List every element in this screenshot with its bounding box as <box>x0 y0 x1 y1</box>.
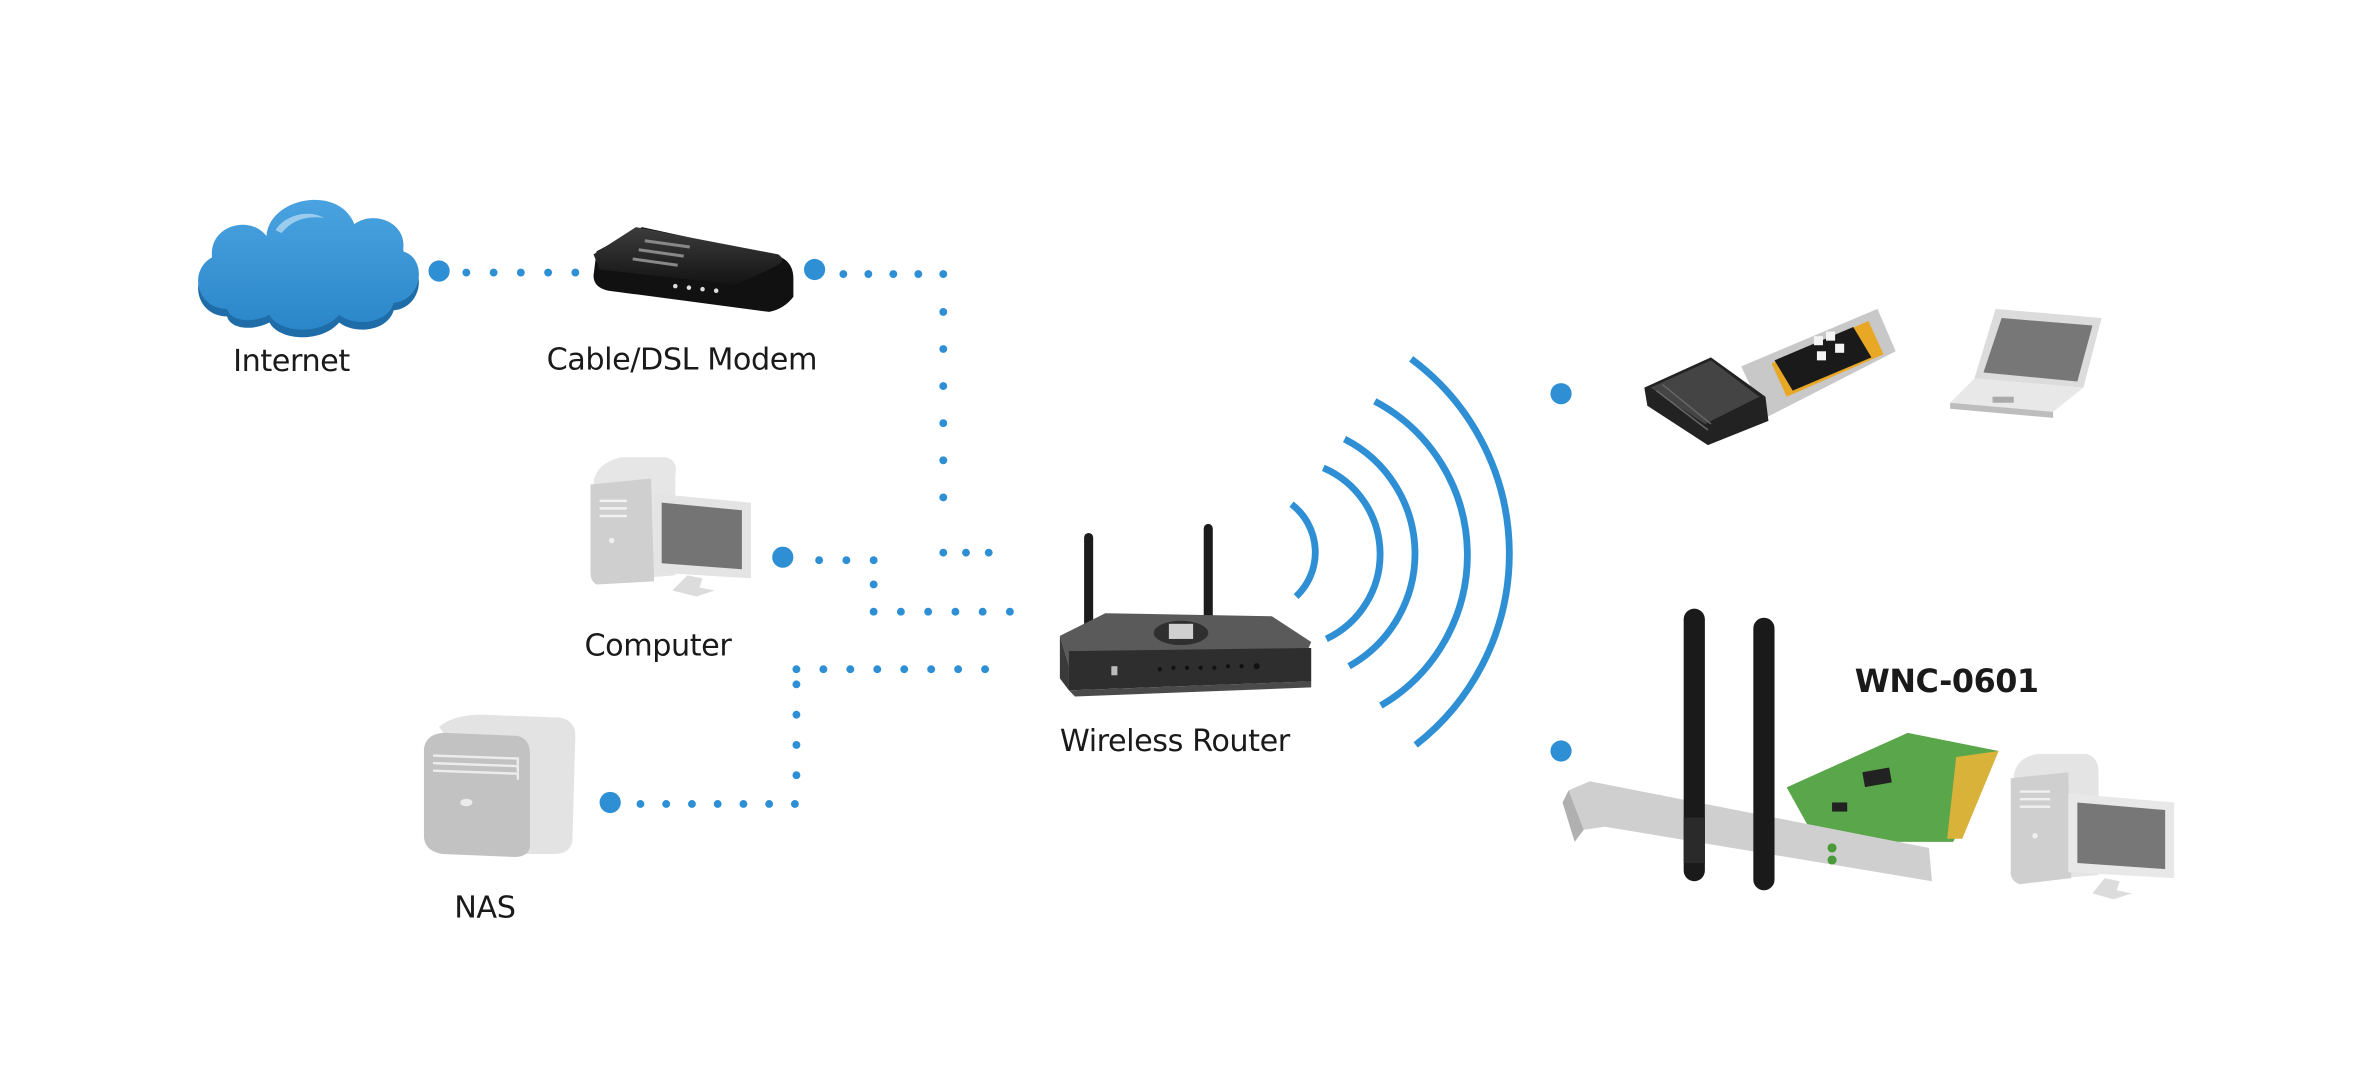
connector-endpoint-dot <box>772 546 794 568</box>
connector-endpoint-dot <box>599 791 621 814</box>
connector-dot <box>869 580 878 589</box>
connector-dot <box>1005 607 1014 616</box>
pci-adapter-model-label: WNC-0601 <box>1854 663 2039 700</box>
connector-dot <box>516 268 525 277</box>
connector-dot <box>873 665 882 674</box>
connector-dot <box>939 419 948 428</box>
connector-dot <box>489 268 498 277</box>
connector-dot <box>662 800 671 808</box>
wifi-arc <box>1342 436 1419 670</box>
connector-dot <box>914 270 923 278</box>
connector-endpoint-dot <box>803 258 826 281</box>
connector-dot <box>896 607 905 616</box>
internet-label: Internet <box>233 342 350 379</box>
nas-label: NAS <box>454 888 516 926</box>
connector-dot <box>951 607 960 616</box>
connector-dot <box>939 382 948 391</box>
connector-dot <box>939 270 948 278</box>
connector-dot <box>981 665 990 674</box>
connector-dot <box>984 548 993 557</box>
connector-dot <box>954 665 963 674</box>
connector-dot <box>939 307 948 316</box>
connector-dot <box>792 741 801 749</box>
wifi-arc <box>1409 356 1513 748</box>
connector-dot <box>962 548 970 557</box>
connector-dot <box>927 665 936 674</box>
connector-dot <box>792 680 801 689</box>
connector-dot <box>792 710 801 719</box>
connector-dot <box>544 268 553 277</box>
connector-endpoint-dot <box>1550 383 1572 405</box>
router-label: Wireless Router <box>1059 722 1290 759</box>
connector-dot <box>900 665 909 674</box>
connector-dot <box>978 607 987 616</box>
connector-dot <box>924 607 933 616</box>
wifi-arc <box>1289 501 1319 600</box>
connector-dot <box>765 800 774 808</box>
dotted-connectors <box>428 258 1572 814</box>
computer-label: Computer <box>584 626 732 664</box>
connector-dot <box>792 665 801 674</box>
modem-label: Cable/DSL Modem <box>546 340 818 378</box>
connector-dot <box>688 800 696 808</box>
connector-dot <box>636 800 645 808</box>
connector-dot <box>839 270 848 278</box>
connector-dot <box>869 556 878 565</box>
connector-dot <box>889 270 898 278</box>
connector-dot <box>739 800 748 808</box>
connector-dot <box>939 493 948 502</box>
connector-endpoint-dot <box>1550 740 1572 762</box>
wifi-arc <box>1321 464 1384 643</box>
connector-dot <box>846 665 855 674</box>
connector-dot <box>462 268 471 277</box>
connector-dot <box>864 270 873 278</box>
connector-endpoint-dot <box>428 260 450 282</box>
connector-dot <box>939 548 948 557</box>
connector-dot <box>939 456 948 465</box>
wifi-arc <box>1373 398 1471 709</box>
connector-dot <box>842 556 851 565</box>
wifi-signal-arcs <box>1289 356 1513 748</box>
connector-dot <box>792 771 801 780</box>
connector-dot <box>869 607 878 616</box>
connector-dot <box>815 556 824 565</box>
connector-dot <box>713 800 722 808</box>
connector-dot <box>571 268 580 277</box>
connector-dot <box>790 800 799 808</box>
connector-dot <box>819 665 828 674</box>
connector-dot <box>939 345 948 353</box>
